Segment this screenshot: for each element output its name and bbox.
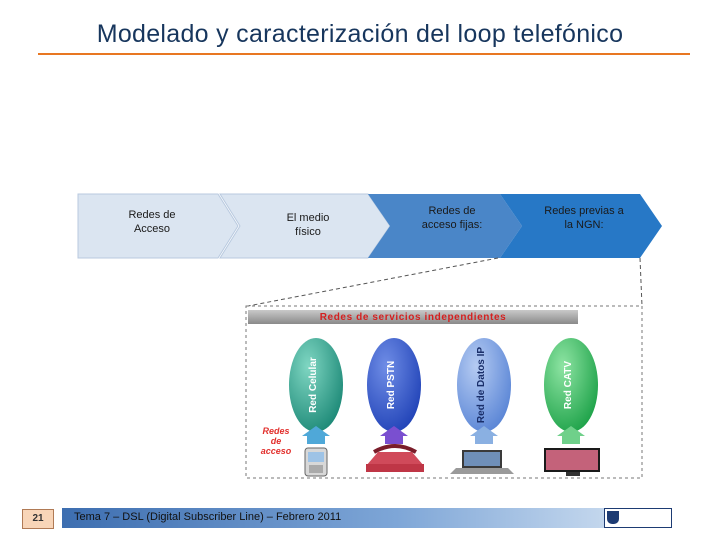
network-oval-datos-ip <box>457 338 511 432</box>
chevron-label-line: Redes de <box>128 209 176 221</box>
title-underline <box>38 53 690 55</box>
mobile-phone-icon <box>304 447 328 477</box>
network-oval-pstn <box>367 338 421 432</box>
chevron-label-line: Acceso <box>133 223 171 235</box>
chevron-label-line: la NGN: <box>564 219 604 231</box>
footer-text: Tema 7 – DSL (Digital Subscriber Line) –… <box>74 511 342 523</box>
oval-label-celular: Red Celular <box>308 357 319 413</box>
services-ribbon-label: Redes de servicios independientes <box>319 312 507 323</box>
arrow-up-catv <box>557 426 585 444</box>
chevron-acceso-fijas <box>368 194 522 258</box>
television-icon <box>544 448 600 476</box>
access-label-line: Redes <box>262 426 290 436</box>
slide-number: 21 <box>22 509 54 529</box>
zoom-line-right <box>639 257 643 307</box>
network-oval-catv <box>544 338 598 432</box>
oval-label-pstn: Red PSTN <box>386 361 397 409</box>
footer-bar <box>62 508 670 528</box>
services-ribbon <box>248 310 578 324</box>
chevron-label-redes-de-acceso: Redes de Acceso <box>104 208 200 236</box>
chevron-label-line: físico <box>295 226 321 238</box>
zoom-line-left <box>247 257 499 307</box>
chevron-label-medio-fisico: El medio físico <box>258 211 358 239</box>
chevron-redes-de-acceso <box>77 193 239 259</box>
arrow-up-celular <box>302 426 330 444</box>
network-oval-celular <box>289 338 343 432</box>
arrow-up-datos-ip <box>470 426 498 444</box>
slide-title: Modelado y caracterización del loop tele… <box>96 20 624 48</box>
chevron-label-redes-previas-ngn: Redes previas a la NGN: <box>532 204 636 232</box>
laptop-icon <box>450 450 514 474</box>
oval-label-catv: Red CATV <box>563 361 574 409</box>
university-logo <box>604 508 672 528</box>
chevron-label-line: Redes de <box>428 205 476 217</box>
chevron-label-line: acceso fijas: <box>421 219 483 231</box>
zoom-box <box>245 305 643 479</box>
chevron-label-line: El medio <box>286 212 330 224</box>
chevron-label-line: Redes previas a <box>544 205 624 217</box>
arrow-up-pstn <box>380 426 408 444</box>
shield-icon <box>607 511 619 524</box>
oval-label-datos-ip: Red de Datos IP <box>476 347 487 423</box>
process-flow-diagram: Red Celular Red PSTN Red de Datos IP Red… <box>77 193 662 479</box>
telephone-icon <box>366 444 424 472</box>
chevron-redes-previas-ngn <box>500 194 662 258</box>
access-label-line: acceso <box>260 446 292 456</box>
chevron-label-acceso-fijas: Redes de acceso fijas: <box>402 204 502 232</box>
access-networks-label: Redes de acceso <box>250 426 302 456</box>
access-label-line: de <box>270 436 282 446</box>
